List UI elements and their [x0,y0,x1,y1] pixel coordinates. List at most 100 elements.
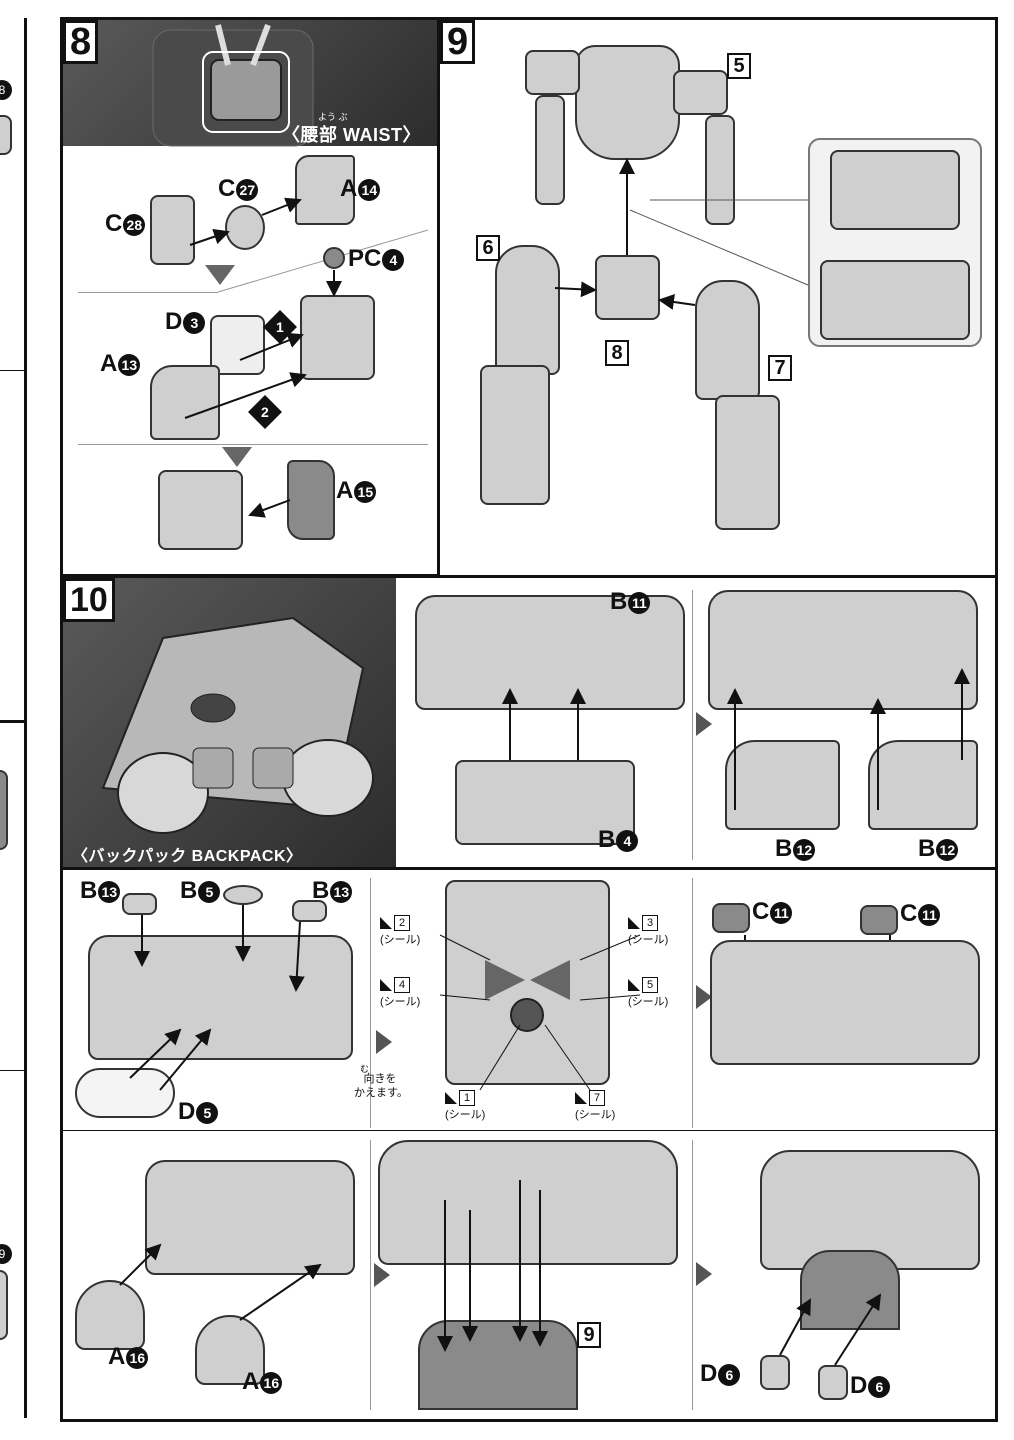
step9-leg-left-lower [480,365,550,505]
step10-label-b11-num: 11 [628,591,651,614]
step10-label-d6b-num: 6 [868,1375,891,1398]
step10-row-sep-1 [63,868,995,869]
step10-bot-divider-1 [370,1140,371,1410]
step10-sticker-4: 4(シール) [380,977,420,1009]
step10-flow-arrow-3 [696,985,712,1009]
step10-part-a16-left [75,1280,145,1350]
left-strip-divider-3 [0,1070,24,1071]
step10-number: 10 [63,578,115,622]
step8-sep-2 [78,444,428,445]
step8-part-assembled [158,470,243,550]
left-strip-border [0,18,27,1418]
step10-label-d5-num: 5 [196,1101,219,1124]
step10-label-c11b-num: 11 [918,903,941,926]
step9-waist [595,255,660,320]
step10-label-b5-num: 5 [198,880,221,903]
step8-label-a13-num: 13 [118,353,141,376]
step8-part-pc4 [323,247,345,269]
step8-label-pc4-num: 4 [382,248,405,271]
step8-part-c27 [225,205,265,250]
step10-label-b4-letter: B [598,826,616,853]
sticker-5-label: (シール) [628,996,669,1008]
step9-ref-5: 5 [727,53,751,79]
sticker-1-label: (シール) [445,1109,486,1121]
step9-detail-bottom [820,260,970,340]
step8-part-a13 [150,365,220,440]
left-strip-divider-1 [0,370,24,371]
step8-part-a15 [287,460,335,540]
step10-part-d6-left [760,1355,790,1390]
step8-label-a14-num: 14 [358,178,381,201]
step8-label-c28-letter: C [105,210,123,237]
step10-label-b12b-num: 12 [936,838,959,861]
step10-turn-note-2: かえます。 [354,1087,408,1099]
step10-photo-figure [101,616,374,834]
left-strip-part-1 [0,115,12,155]
step8-caption-ruby: よう ぶ [318,112,348,122]
step10-part-b12-left [725,740,840,830]
step9-torso [575,45,680,160]
step9-shoulder-right [673,70,728,115]
step10-bot-arrows [119,1180,882,1366]
step8-part-d3 [210,315,265,375]
step10-sticker-1: 1(シール) [445,1090,485,1122]
step10-caption: 〈バックパック BACKPACK〉 [72,848,303,865]
sticker-4-icon [380,979,392,992]
step10-label-c11a-num: 11 [770,901,793,924]
step10-label-b12b-letter: B [918,835,936,862]
step10-part-a16-right [195,1315,265,1385]
step10-part-d6-right [818,1365,848,1400]
step10-label-a16b-num: 16 [260,1371,283,1394]
step8-part-a14 [295,155,355,225]
step8-part-c28 [150,195,195,265]
step8-label-a15-num: 15 [354,480,377,503]
step10-turn-note-1: 向きを [363,1073,397,1085]
step10-label-b12a-num: 12 [793,838,816,861]
step10-label-d6b-letter: D [850,1372,868,1399]
step9-shoulder-left [525,50,580,95]
step8-label-pc4-letter: PC [348,245,382,272]
step9-ref-8: 8 [605,340,629,366]
left-strip-divider-2 [0,720,24,723]
step10-backpack-mid-left [88,935,353,1060]
step8-label-c27-letter: C [218,175,236,202]
step8-photo [63,20,437,147]
step10-label-b13b-num: 13 [330,880,353,903]
step10-label-b4-num: 4 [616,829,639,852]
step9-ref-6: 6 [476,235,500,261]
step10-backpack-bot-mid [378,1140,678,1265]
step10-part-b5 [223,885,263,905]
step9-ref-7: 7 [768,355,792,381]
step8-caption: 〈腰部 WAIST〉 [282,125,421,145]
step8-label-d3-num: 3 [183,311,206,334]
sticker-3-icon [628,917,640,930]
step10-turn-ruby: む [360,1064,370,1074]
sticker-4-label: (シール) [380,996,421,1008]
sticker-5-icon [628,979,640,992]
step10-label-c11a-letter: C [752,898,770,925]
step8-number: 8 [63,20,99,64]
step10-flow-arrow-4 [374,1263,390,1287]
step10-label-b13b-letter: B [312,877,330,904]
step10-bot-divider-2 [692,1140,693,1410]
step9-arm-right [705,115,735,225]
step9-detail-top [830,150,960,230]
step10-top-arrows [502,668,970,810]
sticker-7-icon [575,1092,587,1105]
step10-label-b12a-letter: B [775,835,793,862]
step10-label-a16a-letter: A [108,1343,126,1370]
step10-ref-9: 9 [577,1322,601,1348]
